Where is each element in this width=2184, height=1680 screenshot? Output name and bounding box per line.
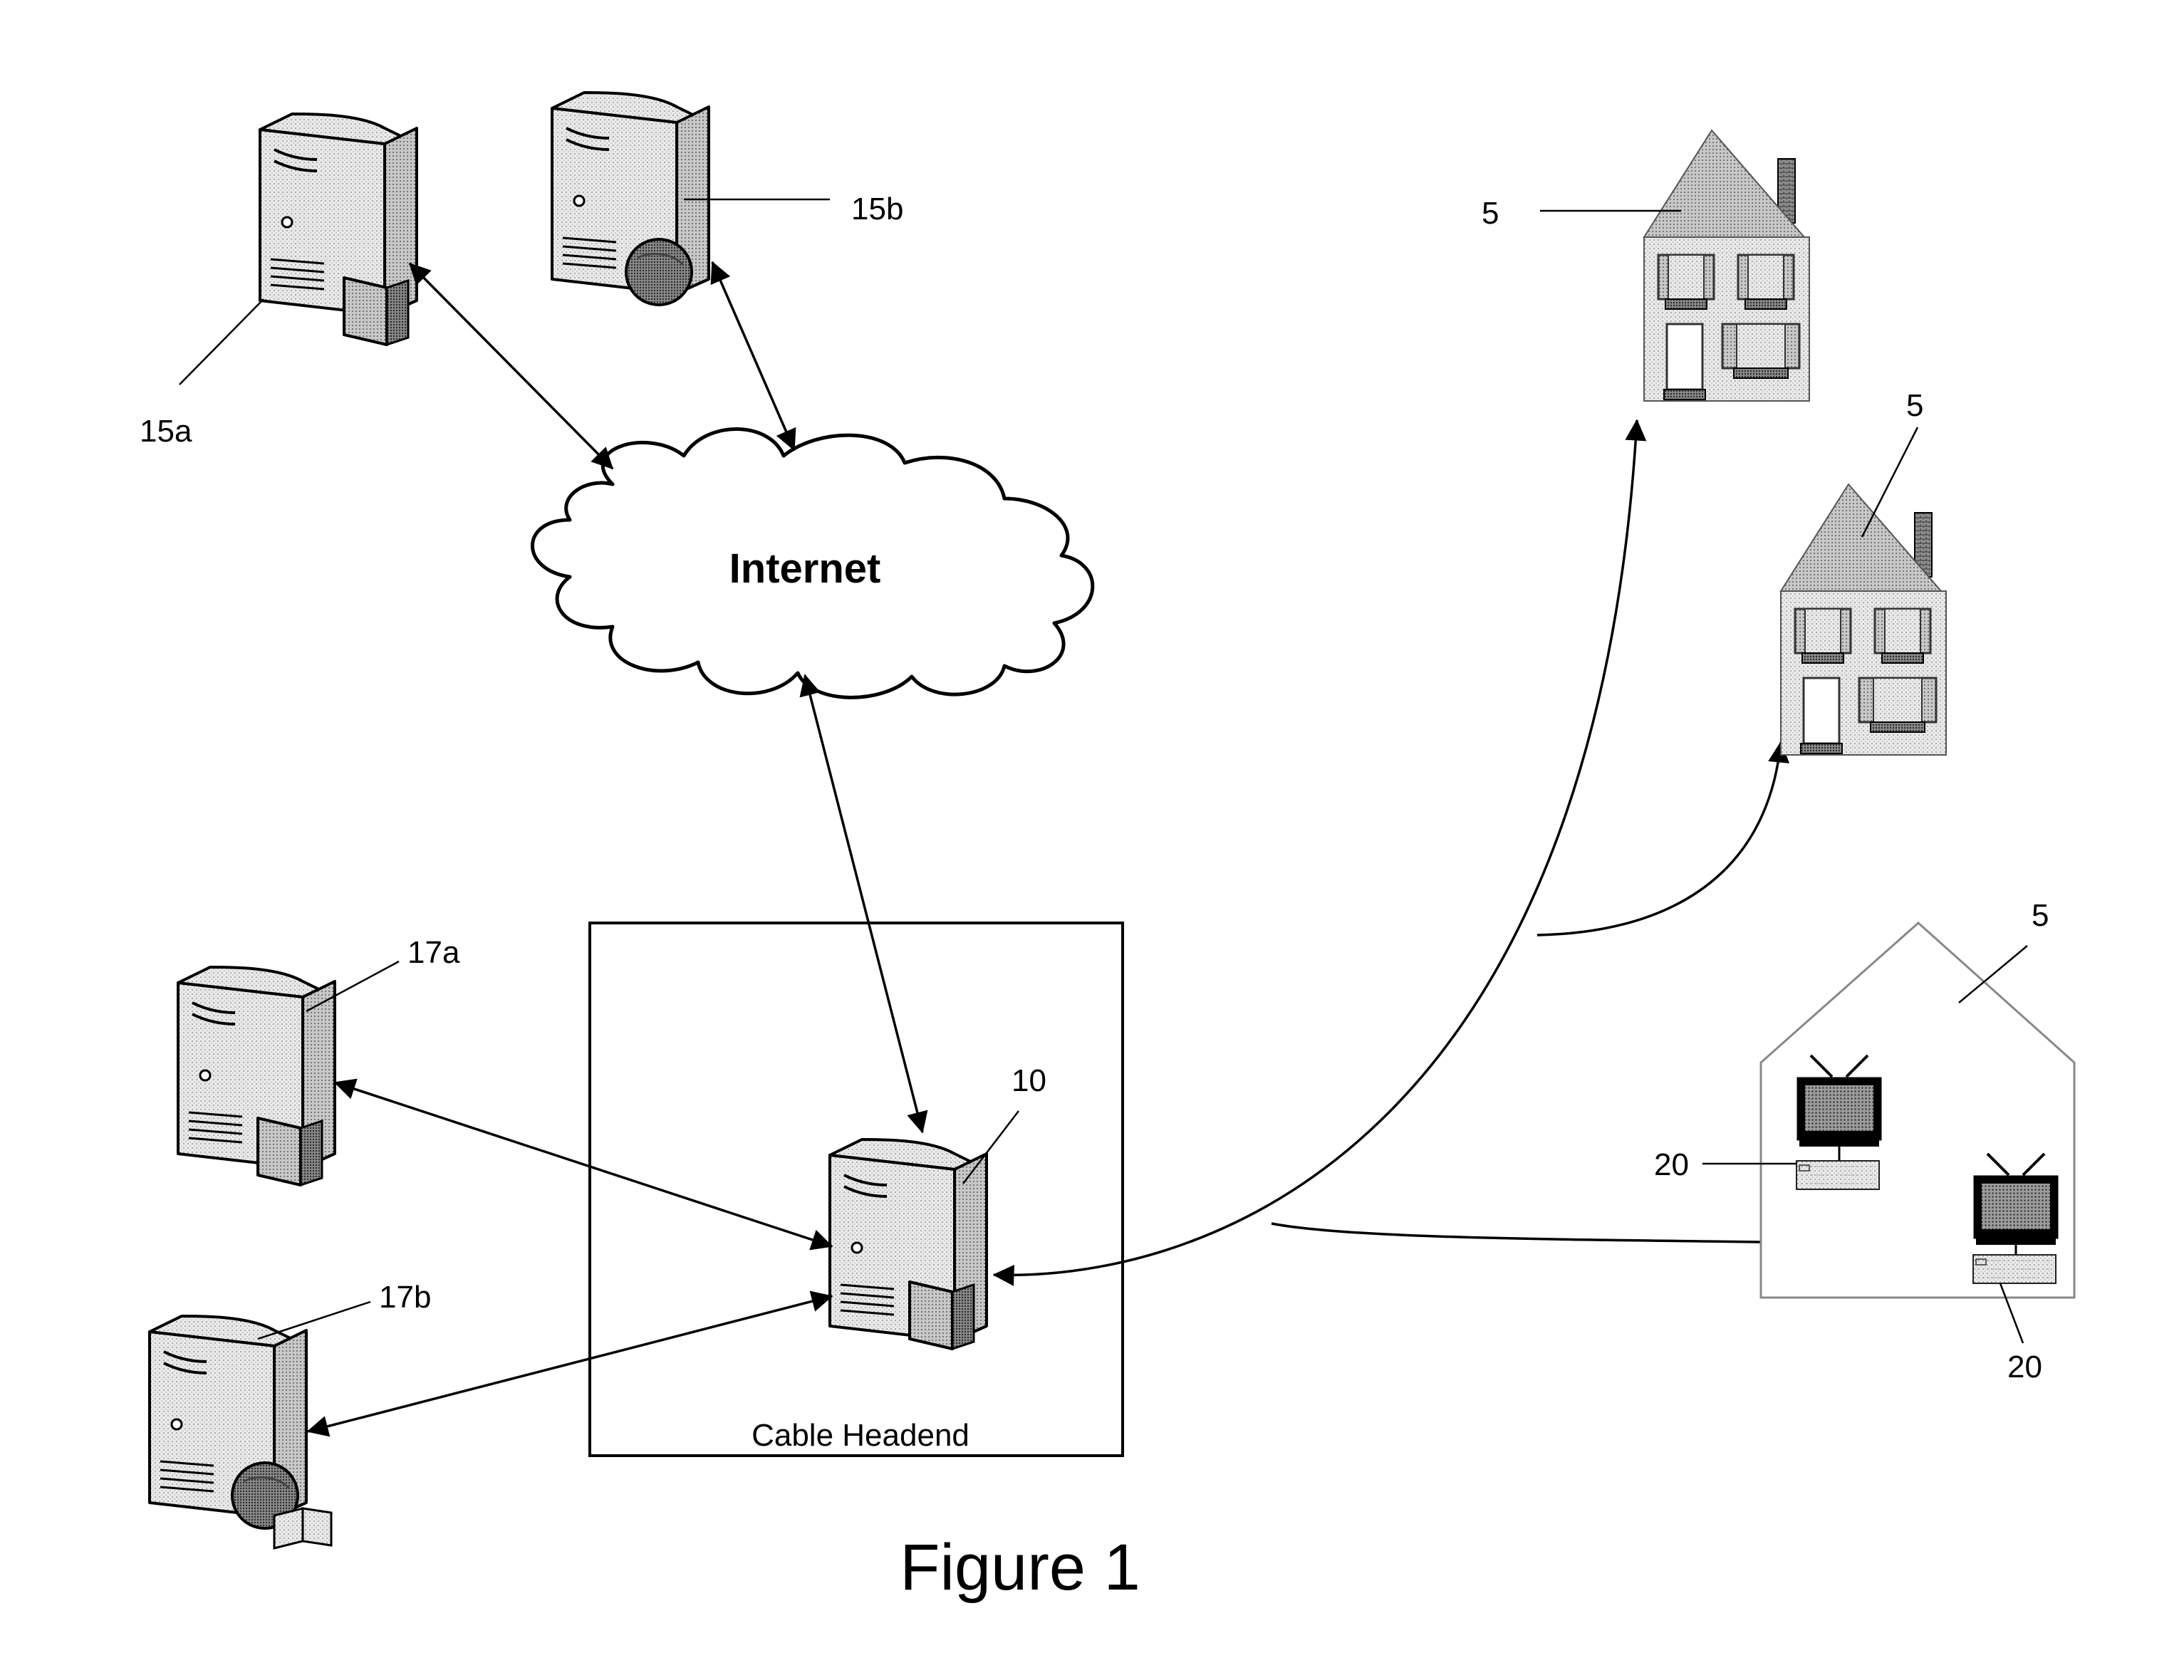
document-icon [258,1118,322,1185]
house-icon [1644,130,1809,401]
film-icon [274,1508,331,1548]
leader-home-2 [1862,427,1918,537]
link-internet-headend [805,675,922,1132]
server-17a [178,967,335,1185]
settop-box-icon [1973,1255,2056,1283]
cable-headend-label: Cable Headend [752,1418,969,1453]
figure-caption: Figure 1 [900,1531,1140,1604]
label-home-2: 5 [1906,388,1923,423]
label-settop-2: 20 [2007,1350,2042,1384]
leader-17a [306,961,399,1011]
link-branch-home-2 [1537,742,1781,935]
label-17b: 17b [379,1280,431,1315]
globe-icon [626,239,692,305]
link-15b-internet [712,262,794,450]
document-icon [344,278,408,345]
home-2 [1781,484,1946,755]
leader-15a [180,299,264,385]
document-icon [910,1282,974,1349]
house-icon [1781,484,1946,755]
internet-label: Internet [729,546,881,592]
link-branch-home-3 [1272,1224,1813,1243]
label-home-3: 5 [2032,898,2049,933]
label-10: 10 [1012,1063,1046,1098]
link-17b-headend [308,1296,832,1431]
headend-server-10 [830,1139,987,1349]
settop-box-2 [1973,1255,2056,1283]
settop-box-1 [1796,1161,1879,1189]
label-home-1: 5 [1482,196,1499,231]
settop-box-icon [1796,1161,1879,1189]
server-15a [260,114,417,345]
link-17a-headend [335,1082,832,1246]
server-17b [150,1316,331,1548]
home-1 [1644,130,1809,401]
label-settop-1: 20 [1654,1147,1689,1182]
leader-10 [963,1111,1019,1184]
label-15b: 15b [851,192,903,226]
leader-17b [258,1302,370,1339]
label-15a: 15a [140,414,192,449]
link-headend-home-1 [994,420,1637,1275]
label-17a: 17a [407,935,460,970]
link-15a-internet [410,264,613,469]
